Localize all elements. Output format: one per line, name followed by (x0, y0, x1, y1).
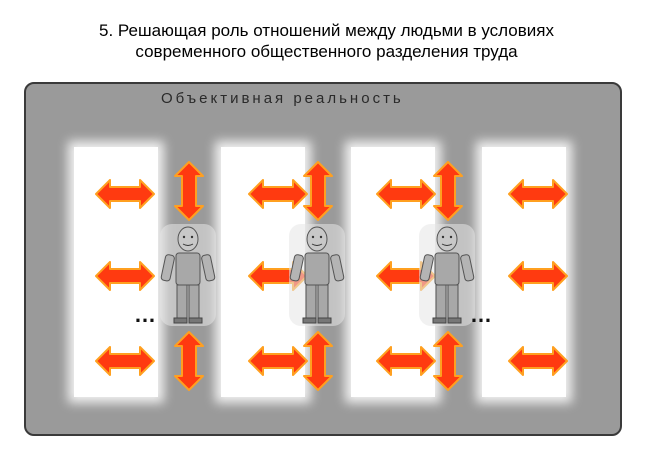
vertical-double-arrow-icon (433, 161, 463, 221)
horizontal-double-arrow-icon (95, 346, 155, 376)
vertical-double-arrow-icon (174, 331, 204, 391)
ellipsis-right: … (470, 302, 493, 327)
vertical-double-arrow-icon (174, 161, 204, 221)
title-line-1: 5. Решающая роль отношений между людьми … (99, 21, 554, 40)
objective-reality-frame: Объективная реальность (24, 82, 622, 436)
title-line-2: современного общественного разделения тр… (135, 42, 518, 61)
vertical-double-arrow-icon (303, 331, 333, 391)
horizontal-double-arrow-icon (508, 346, 568, 376)
horizontal-double-arrow-icon (248, 179, 308, 209)
person-figure-icon (160, 224, 216, 326)
slide-title: 5. Решающая роль отношений между людьми … (0, 20, 653, 62)
horizontal-double-arrow-icon (95, 261, 155, 291)
horizontal-double-arrow-icon (376, 179, 436, 209)
ellipsis-left: … (134, 302, 157, 327)
person-figure-icon (289, 224, 345, 326)
horizontal-double-arrow-icon (95, 179, 155, 209)
horizontal-double-arrow-icon (248, 346, 308, 376)
person-figure-icon (419, 224, 475, 326)
objective-reality-label: Объективная реальность (161, 90, 404, 107)
vertical-double-arrow-icon (303, 161, 333, 221)
vertical-double-arrow-icon (433, 331, 463, 391)
horizontal-double-arrow-icon (376, 346, 436, 376)
horizontal-double-arrow-icon (508, 179, 568, 209)
horizontal-double-arrow-icon (508, 261, 568, 291)
